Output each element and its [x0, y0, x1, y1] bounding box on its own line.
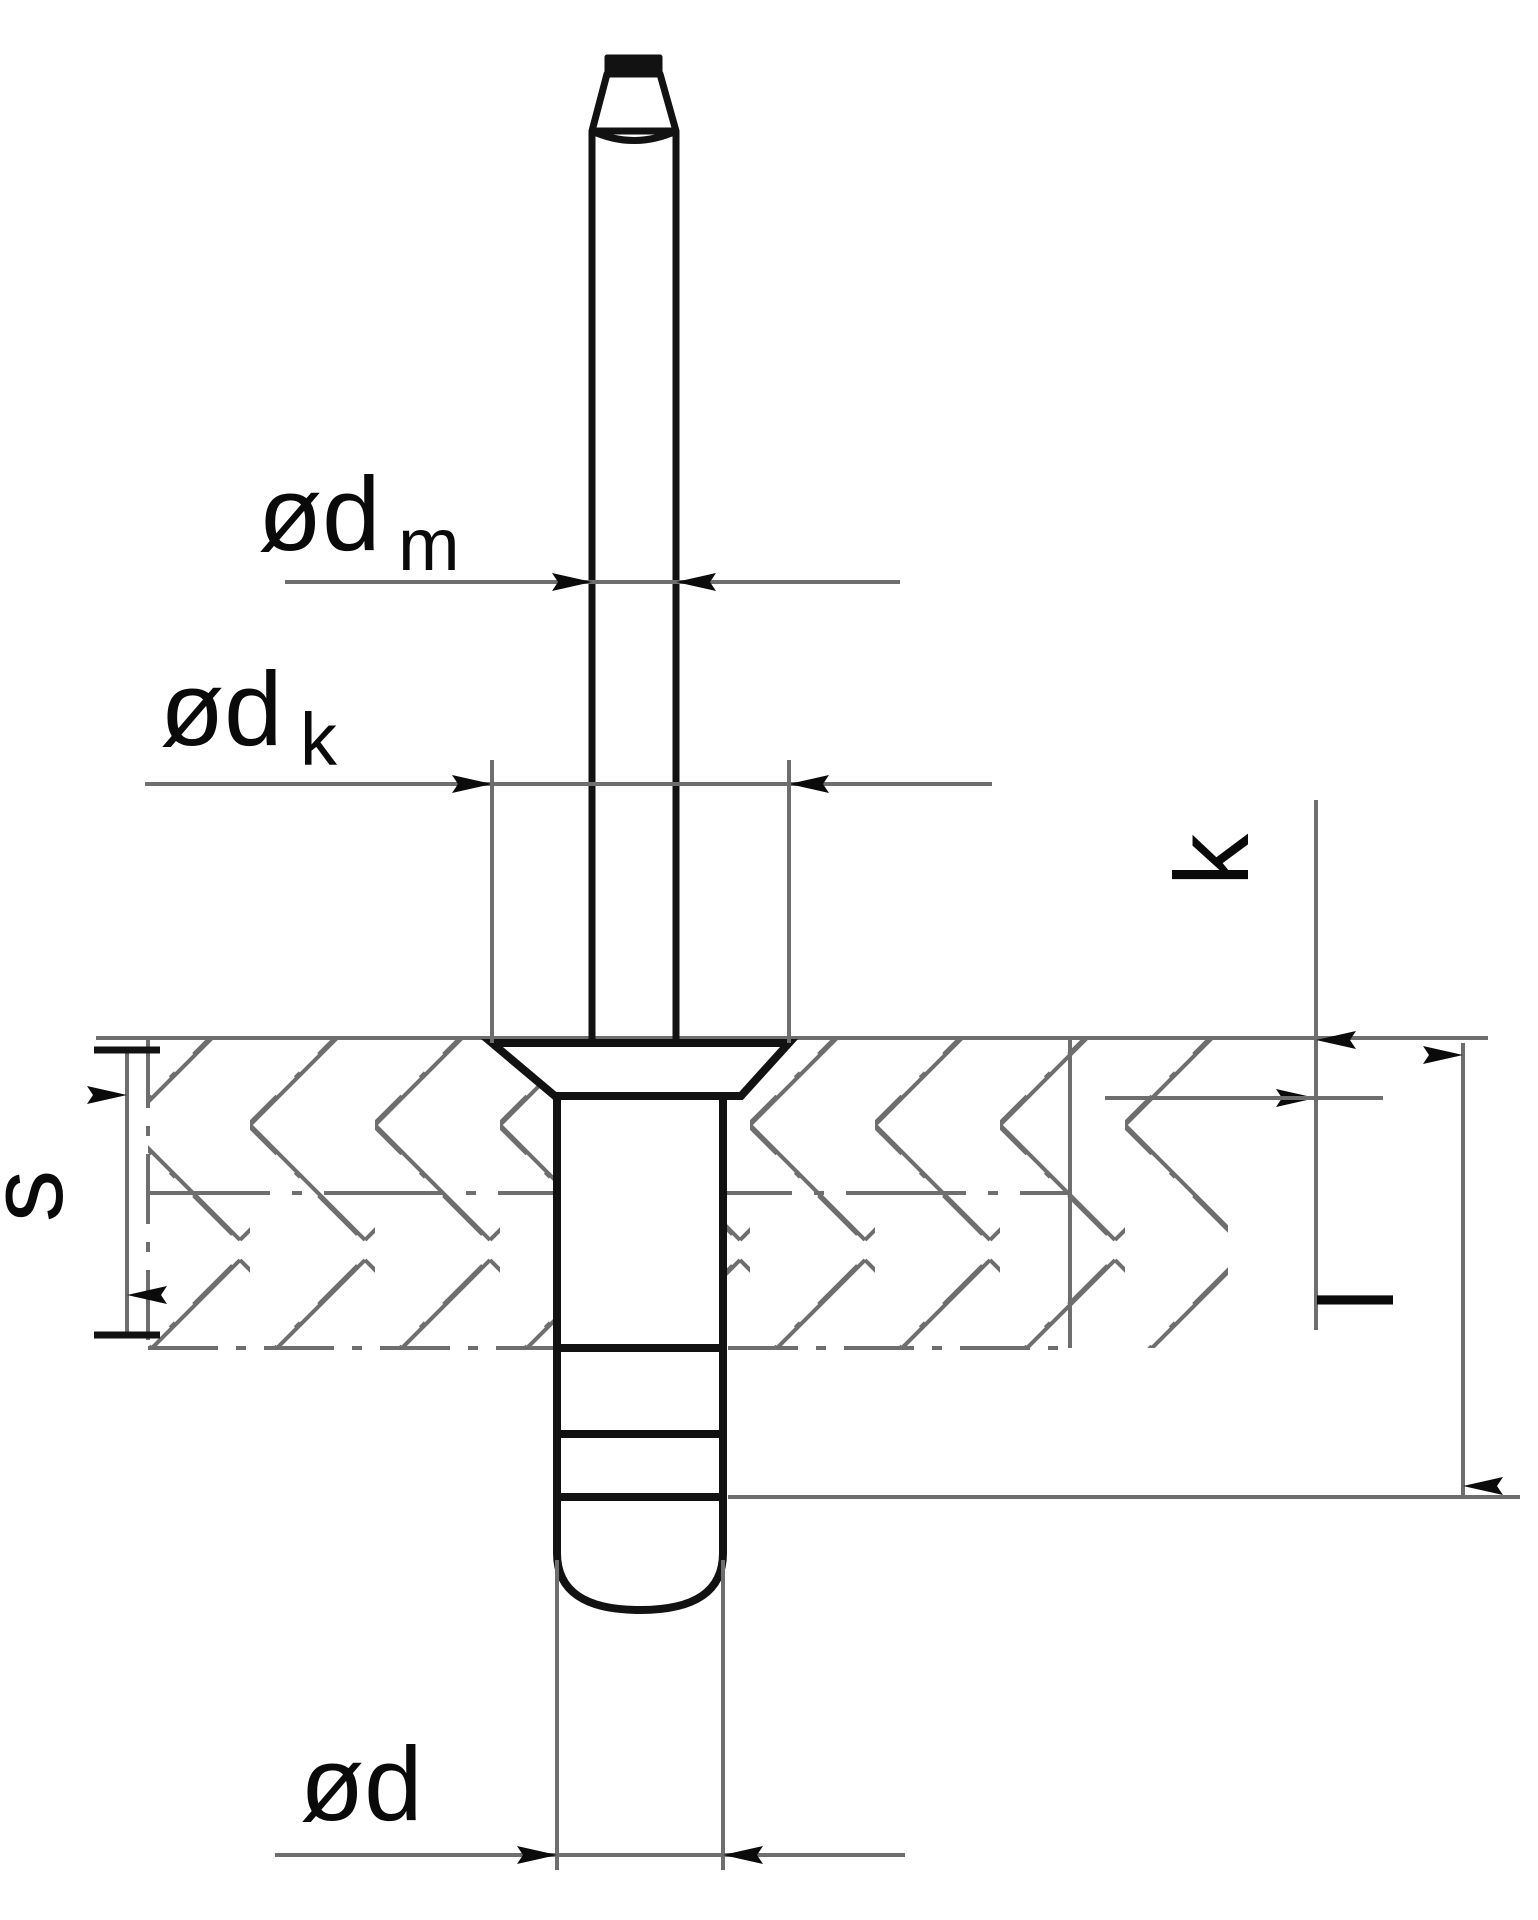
dimension-d: ød [275, 1726, 905, 1864]
sheet-material [96, 1036, 1488, 1350]
label-dm-base: ød [258, 456, 381, 573]
label-dm-sub: m [398, 503, 460, 586]
dimension-l: l [728, 1043, 1520, 1499]
label-d-base: ød [300, 1726, 423, 1843]
dimension-dm: ød m [258, 456, 900, 591]
mandrel-neck-base [590, 127, 678, 144]
rivet-body [481, 1039, 799, 1614]
dimension-k: k [1105, 800, 1383, 1330]
dimension-dk: ød k [145, 651, 992, 1043]
projection-lines-lower [555, 1560, 725, 1870]
label-dk-base: ød [160, 651, 283, 768]
rivet-shank [553, 1092, 727, 1614]
label-l: l [1299, 1288, 1416, 1311]
label-dk-sub: k [300, 698, 338, 781]
mandrel [588, 54, 680, 1060]
label-s: s [0, 1170, 85, 1223]
label-k: k [1154, 833, 1271, 886]
dimension-s: s [0, 1046, 167, 1339]
mandrel-shank [588, 131, 680, 1038]
mandrel-neck [588, 70, 680, 135]
